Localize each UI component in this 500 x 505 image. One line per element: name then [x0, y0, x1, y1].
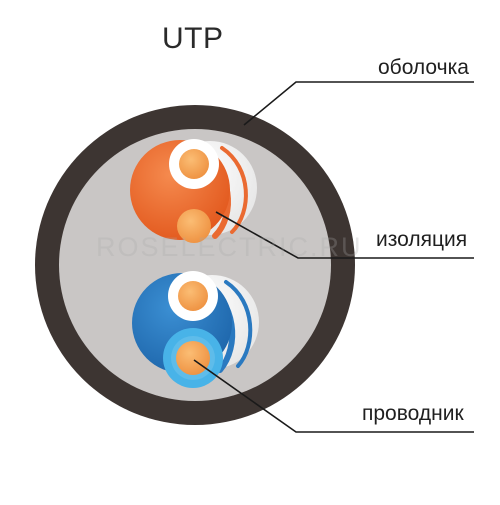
sheath-leader-line [243, 81, 474, 126]
sheath-label: оболочка [378, 56, 469, 79]
inner-filler [59, 129, 331, 401]
watermark: ROSELECTRIC.RU [96, 232, 363, 262]
blue-pair-conductor-2 [176, 341, 210, 375]
diagram-title: UTP [162, 22, 224, 55]
orange-pair-conductor-2 [177, 209, 211, 243]
insulation-label: изоляция [376, 228, 468, 251]
conductor-label: проводник [362, 402, 464, 425]
blue-twisted-pair [132, 271, 259, 388]
conductor-leader-line [193, 359, 474, 433]
insulation-leader-line [215, 211, 474, 259]
blue-pair-conductor-1 [178, 281, 208, 311]
orange-pair-conductor-1 [179, 149, 209, 179]
orange-twisted-pair [130, 139, 257, 243]
